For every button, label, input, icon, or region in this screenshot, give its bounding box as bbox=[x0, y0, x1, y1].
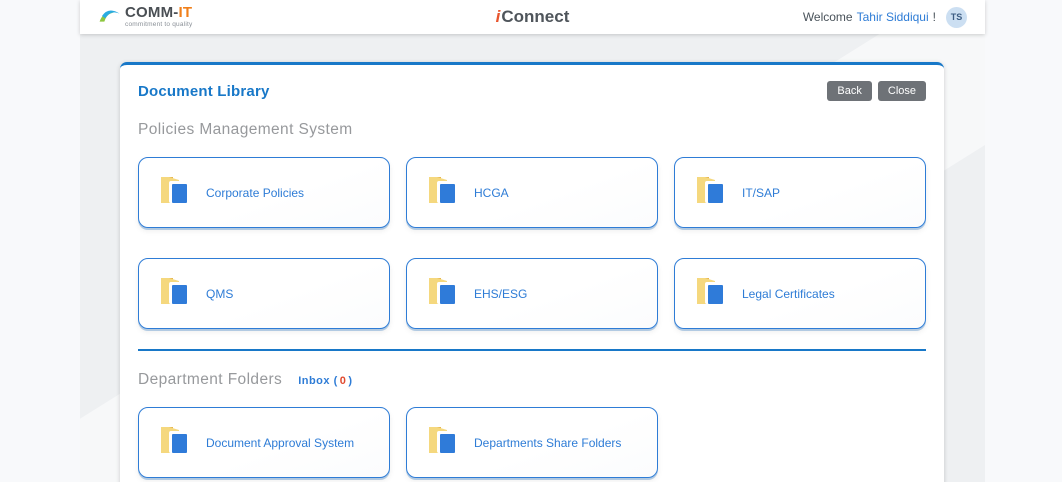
folder-icon bbox=[159, 175, 193, 210]
user-avatar[interactable]: TS bbox=[946, 6, 967, 28]
folder-icon bbox=[159, 425, 193, 460]
folder-tile-document-approval-system[interactable]: Document Approval System bbox=[138, 407, 390, 478]
folder-label: EHS/ESG bbox=[474, 286, 528, 301]
folder-label: QMS bbox=[206, 286, 234, 301]
folder-icon bbox=[427, 276, 461, 311]
close-button[interactable]: Close bbox=[877, 81, 926, 101]
welcome-username: Tahir Siddiqui bbox=[856, 10, 929, 24]
folder-tile-departments-share-folders[interactable]: Departments Share Folders bbox=[406, 407, 658, 478]
folder-icon bbox=[427, 175, 461, 210]
folder-icon bbox=[695, 175, 729, 210]
folder-tile-hcga[interactable]: HCGA bbox=[406, 157, 658, 228]
back-button[interactable]: Back bbox=[827, 81, 872, 101]
inbox-count: 0 bbox=[339, 375, 347, 387]
folder-tile-qms[interactable]: QMS bbox=[138, 258, 390, 329]
comm-it-logo[interactable]: COMM-IT commitment to quality bbox=[98, 5, 192, 30]
policies-tile-grid: Corporate Policies HCGA bbox=[138, 157, 926, 329]
folder-label: HCGA bbox=[474, 185, 509, 200]
folder-icon bbox=[695, 276, 729, 311]
welcome-area: Welcome Tahir Siddiqui! TS bbox=[802, 6, 967, 28]
section-divider bbox=[138, 349, 926, 351]
departments-tile-grid: Document Approval System Departments Sha… bbox=[138, 407, 926, 478]
document-library-card: Document Library Back Close Policies Man… bbox=[120, 62, 944, 482]
folder-tile-it-sap[interactable]: IT/SAP bbox=[674, 157, 926, 228]
logo-text: COMM-IT bbox=[125, 3, 193, 21]
inbox-link[interactable]: Inbox (0) bbox=[298, 375, 353, 387]
folder-icon bbox=[159, 276, 193, 311]
section-title-policies: Policies Management System bbox=[138, 121, 353, 138]
content-background: Document Library Back Close Policies Man… bbox=[80, 34, 985, 482]
folder-tile-corporate-policies[interactable]: Corporate Policies bbox=[138, 157, 390, 228]
section-title-departments: Department Folders bbox=[138, 371, 283, 388]
folder-label: IT/SAP bbox=[742, 185, 781, 200]
folder-label: Document Approval System bbox=[206, 435, 355, 450]
logo-swoosh-icon bbox=[98, 7, 122, 30]
folder-label: Corporate Policies bbox=[206, 185, 305, 200]
folder-tile-legal-certificates[interactable]: Legal Certificates bbox=[674, 258, 926, 329]
folder-tile-ehs-esg[interactable]: EHS/ESG bbox=[406, 258, 658, 329]
logo-tagline: commitment to quality bbox=[125, 20, 193, 28]
welcome-text: Welcome bbox=[802, 10, 853, 24]
folder-icon bbox=[427, 425, 461, 460]
folder-label: Legal Certificates bbox=[742, 286, 835, 301]
folder-label: Departments Share Folders bbox=[474, 435, 622, 450]
page-title: Document Library bbox=[138, 82, 270, 100]
